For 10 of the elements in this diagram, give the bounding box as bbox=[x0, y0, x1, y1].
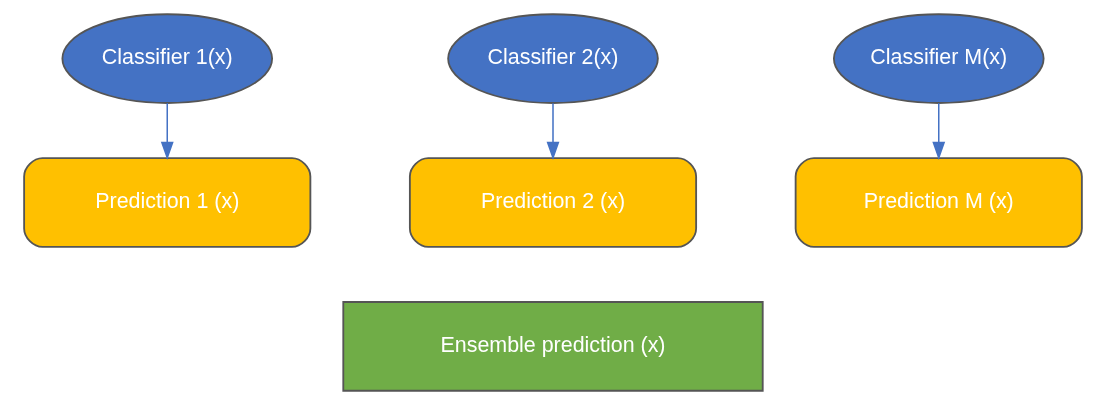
node-ellipse: Classifier 2(x) bbox=[447, 13, 659, 104]
arrow bbox=[546, 102, 560, 161]
node-box: Prediction 2 (x) bbox=[408, 157, 698, 248]
node-box: Prediction 1 (x) bbox=[23, 157, 312, 248]
arrow bbox=[160, 102, 174, 161]
arrow bbox=[932, 102, 946, 161]
node-ellipse: Classifier M(x) bbox=[832, 13, 1045, 104]
node-box: Ensemble prediction (x) bbox=[342, 301, 764, 392]
node-ellipse: Classifier 1(x) bbox=[61, 13, 274, 104]
node-box: Prediction M (x) bbox=[794, 157, 1083, 248]
